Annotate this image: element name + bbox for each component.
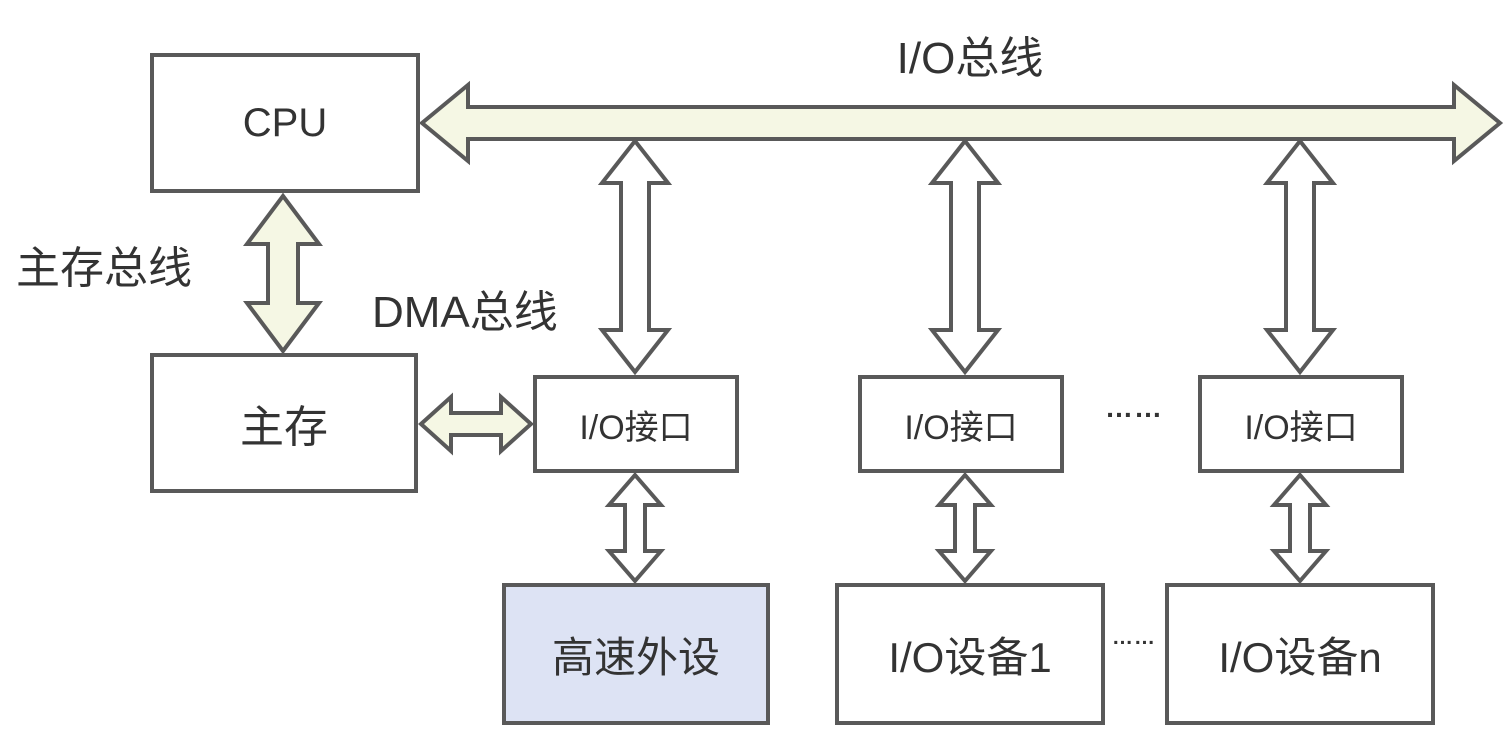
- io-interface-3-box: I/O接口: [1198, 375, 1404, 473]
- high-speed-peripheral-label: 高速外设: [551, 633, 720, 681]
- io-interface-1-box: I/O接口: [533, 375, 739, 473]
- cpu-label: CPU: [242, 100, 328, 145]
- main-memory-label: 主存: [240, 403, 328, 452]
- io-device-n-label: I/O设备n: [1218, 633, 1382, 681]
- io-device-1-label: I/O设备1: [888, 633, 1052, 681]
- interface-1-to-peripheral-arrow: [604, 471, 666, 585]
- io-bus-label: I/O总线: [896, 34, 1044, 83]
- ellipsis-between-interfaces: ……: [1105, 392, 1163, 423]
- main-memory-box: 主存: [150, 353, 418, 493]
- ellipsis-between-devices: ……: [1112, 626, 1156, 649]
- main-memory-bus-label: 主存总线: [16, 244, 192, 293]
- high-speed-peripheral-box: 高速外设: [502, 583, 770, 725]
- io-interface-2-box: I/O接口: [858, 375, 1064, 473]
- dma-bus-arrow: [418, 392, 534, 456]
- io-interface-1-label: I/O接口: [579, 408, 693, 447]
- interface-2-to-device-1-arrow: [934, 471, 996, 585]
- io-bus-arrow: [418, 80, 1504, 166]
- bus-to-interface-1-arrow: [597, 137, 673, 376]
- cpu-box: CPU: [150, 53, 420, 193]
- io-interface-3-label: I/O接口: [1244, 408, 1358, 447]
- io-device-1-box: I/O设备1: [835, 583, 1105, 725]
- bus-to-interface-3-arrow: [1262, 137, 1338, 376]
- io-device-n-box: I/O设备n: [1165, 583, 1435, 725]
- bus-to-interface-2-arrow: [927, 137, 1003, 376]
- io-interface-2-label: I/O接口: [904, 408, 1018, 447]
- interface-3-to-device-n-arrow: [1269, 471, 1331, 585]
- main-memory-bus-arrow: [243, 192, 323, 355]
- dma-bus-label: DMA总线: [372, 288, 558, 337]
